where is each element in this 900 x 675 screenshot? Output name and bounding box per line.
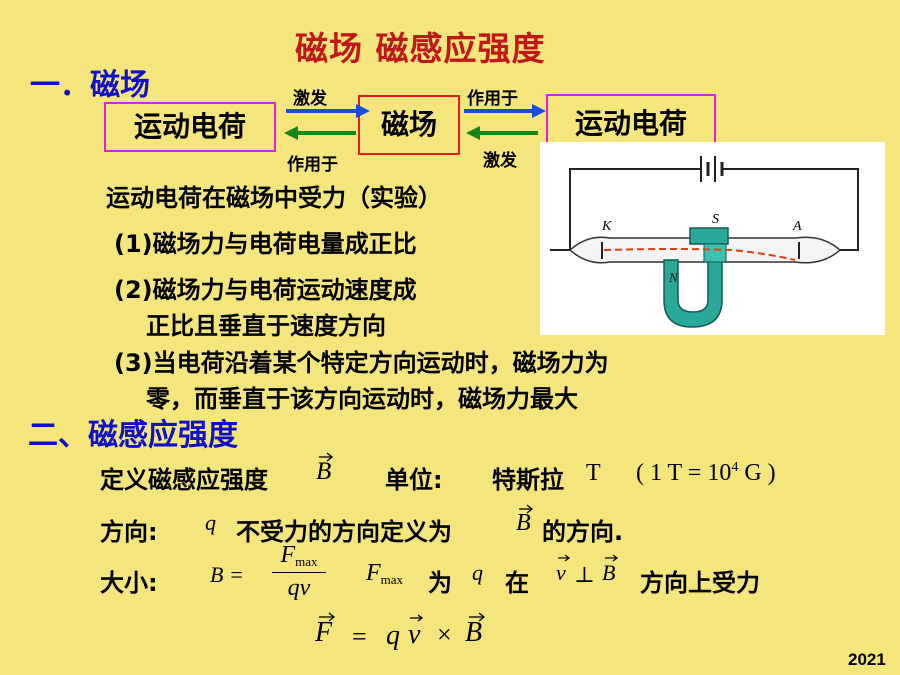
arrow-left-icon bbox=[284, 126, 356, 140]
fmax-sub: max bbox=[380, 572, 404, 588]
battery-icon bbox=[700, 156, 724, 182]
footer-year: 2021 bbox=[848, 650, 886, 669]
experiment-point-2-line2: 正比且垂直于速度方向 bbox=[146, 312, 386, 340]
experiment-heading: 运动电荷在磁场中受力（实验） bbox=[106, 184, 442, 212]
magnetic-field-box: 磁场 bbox=[358, 95, 460, 155]
direction-end: 的方向. bbox=[542, 518, 624, 546]
arrow-label-excite-left: 激发 bbox=[293, 89, 327, 109]
north-pole-label: N bbox=[668, 270, 679, 285]
electron-beam bbox=[603, 248, 796, 261]
symbol-f: F bbox=[315, 617, 333, 648]
definition-text: 定义磁感应强度 bbox=[100, 466, 268, 494]
symbol-b: B bbox=[316, 458, 332, 485]
formula-numerator: Fmax bbox=[270, 542, 328, 572]
fmax-wei: 为 bbox=[428, 569, 452, 597]
unit-relation-text: ( 1 T = 10 bbox=[636, 460, 732, 486]
arrow-label-act-right: 作用于 bbox=[467, 89, 518, 109]
moving-charge-box-left: 运动电荷 bbox=[104, 102, 276, 152]
arrow-label-act-left: 作用于 bbox=[287, 155, 338, 175]
arrow-right-icon bbox=[464, 104, 546, 118]
unit-symbol: T bbox=[586, 460, 601, 486]
symbol-b: B bbox=[516, 510, 531, 536]
anode-label: A bbox=[792, 219, 802, 234]
direction-text: 不受力的方向定义为 bbox=[236, 518, 452, 546]
fmax-f: F bbox=[366, 560, 381, 586]
formula-lhs: B = bbox=[210, 562, 244, 587]
arrow-label-excite-right: 激发 bbox=[483, 151, 517, 171]
fmax-q: q bbox=[472, 560, 483, 585]
experiment-point-1: (1)磁场力与电荷电量成正比 bbox=[114, 230, 417, 258]
lorentz-equals: = bbox=[352, 622, 367, 651]
formula-denominator: qv bbox=[287, 575, 311, 601]
experiment-point-3-line2: 零，而垂直于该方向运动时，磁场力最大 bbox=[146, 385, 578, 413]
symbol-v: v bbox=[556, 560, 566, 585]
vector-arrow-icon bbox=[410, 614, 424, 622]
diagram-arrows bbox=[284, 104, 546, 140]
arrow-right-icon bbox=[286, 104, 370, 118]
vector-v: v bbox=[556, 552, 572, 586]
unit-name: 特斯拉 bbox=[492, 466, 564, 494]
experiment-point-2-line1: (2)磁场力与电荷运动速度成 bbox=[114, 276, 417, 304]
cross-symbol: × bbox=[437, 620, 452, 649]
section1-heading: 一．磁场 bbox=[30, 68, 150, 103]
direction-label: 方向: bbox=[100, 518, 158, 546]
vector-v-lorentz: v bbox=[408, 612, 426, 651]
unit-label: 单位: bbox=[385, 466, 443, 494]
vector-b-magnitude: B bbox=[602, 552, 622, 586]
section2-heading: 二、磁感应强度 bbox=[28, 418, 238, 453]
vector-arrow-icon bbox=[319, 612, 336, 622]
lorentz-q: q bbox=[386, 620, 400, 651]
symbol-b: B bbox=[465, 617, 483, 648]
unit-relation: ( 1 T = 104 G ) bbox=[636, 460, 776, 487]
vector-b-definition: B bbox=[316, 450, 336, 486]
formula-num-f: F bbox=[280, 542, 296, 568]
cathode-ray-tube-diagram: K A S N bbox=[550, 156, 859, 328]
arrow-left-icon bbox=[466, 126, 538, 140]
fmax-zai: 在 bbox=[505, 569, 529, 597]
unit-exponent: 4 bbox=[731, 460, 739, 475]
vector-b-lorentz: B bbox=[465, 610, 489, 649]
formula-fraction: Fmax qv bbox=[270, 542, 328, 602]
vector-b-direction: B bbox=[516, 502, 536, 537]
vector-arrow-icon bbox=[558, 554, 570, 562]
perpendicular-symbol: ⊥ bbox=[574, 562, 595, 587]
symbol-q: q bbox=[205, 510, 216, 535]
fmax-symbol: Fmax bbox=[366, 560, 403, 588]
fmax-end: 方向上受力 bbox=[640, 569, 760, 597]
magnitude-label: 大小: bbox=[100, 569, 158, 597]
cathode-label: K bbox=[601, 219, 612, 234]
vector-f: F bbox=[315, 610, 339, 649]
vector-arrow-icon bbox=[319, 452, 334, 462]
symbol-v: v bbox=[408, 619, 421, 650]
vector-arrow-icon bbox=[469, 612, 486, 622]
unit-relation-end: G ) bbox=[744, 460, 776, 486]
symbol-b: B bbox=[602, 560, 616, 585]
vector-arrow-icon bbox=[605, 554, 618, 562]
fraction-bar bbox=[272, 572, 326, 573]
vector-arrow-icon bbox=[519, 504, 534, 514]
slide-title: 磁场 磁感应强度 bbox=[295, 29, 546, 68]
formula-num-sub: max bbox=[295, 554, 318, 570]
experiment-figure: K A S N bbox=[540, 142, 885, 335]
experiment-point-3-line1: (3)当电荷沿着某个特定方向运动时，磁场力为 bbox=[114, 349, 609, 377]
south-pole-label: S bbox=[712, 212, 719, 227]
